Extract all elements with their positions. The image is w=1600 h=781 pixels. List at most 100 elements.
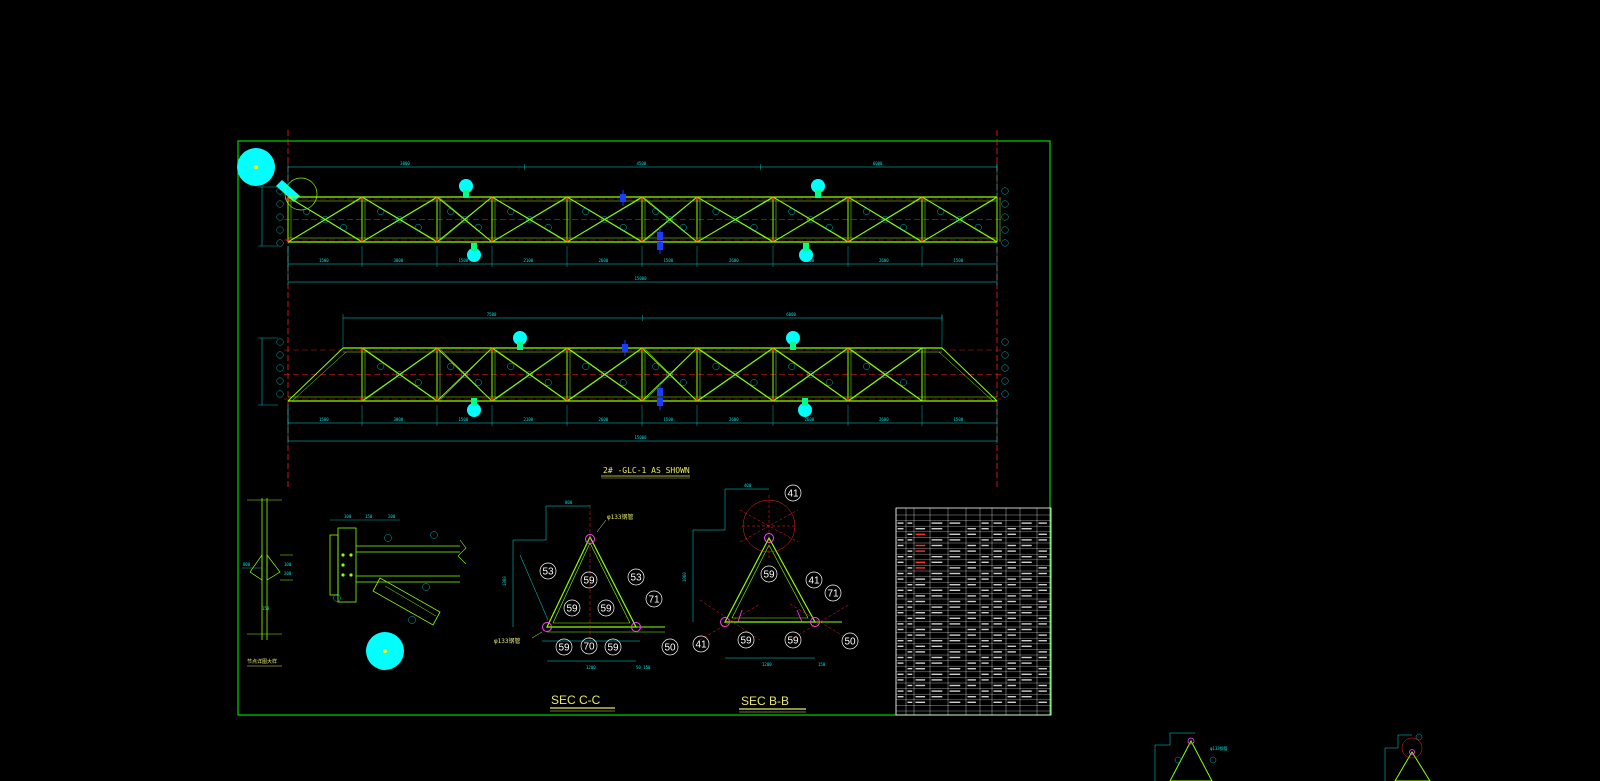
svg-text:φ133钢管: φ133钢管 [607,513,633,521]
svg-text:150: 150 [818,662,826,667]
dim-bottom-label: 1500 [459,417,469,422]
dim-bottom-label: 1500 [319,417,329,422]
cc-callout-bubble-label: 50 [664,643,676,654]
cc-callout-bubble-label: 59 [583,576,595,587]
gusset-plate-detail: 100 150 200 [329,514,467,670]
cc-callout-bubble-label: 53 [542,567,554,578]
drawing-sheet-frame [237,140,1051,716]
cc-callout-bubble [555,638,573,656]
detail-callout-circle [284,177,318,211]
svg-text:100: 100 [344,514,352,519]
dim-bottom-label: 1500 [664,417,674,422]
dim-bottom-label: 2100 [524,417,534,422]
support-marker [459,179,473,193]
dim-bottom-label: 3000 [394,417,404,422]
svg-text:150: 150 [262,606,270,611]
cc-callout-bubble [539,562,557,580]
svg-text:1200: 1200 [586,665,596,670]
cc-callout-bubble-label: 59 [607,643,619,654]
bb-callout-bubble [824,584,842,602]
svg-text:800: 800 [565,500,573,505]
drawing-title: 2# -GLC-1 AS SHOWN [603,466,690,475]
bb-callout-bubble [841,632,859,650]
cc-callout-bubble [580,571,598,589]
bb-callout-bubble-label: 41 [808,576,820,587]
cc-callout-bubble-label: 53 [630,573,642,584]
dim-bottom-label: 2600 [879,258,889,263]
svg-text:400: 400 [744,483,752,488]
dim-bottom-label: 2600 [599,258,609,263]
offscreen-section-fragment-2 [1384,733,1431,781]
dim-bottom-label: 3000 [394,258,404,263]
svg-text:800: 800 [243,562,251,567]
svg-text:1200: 1200 [762,662,772,667]
dim-top-label: 4500 [637,161,647,166]
support-marker [513,331,527,345]
dim-bottom-label: 2600 [805,417,815,422]
support-marker [467,403,481,417]
weld-joint-detail: 800 150 100 200 节点详图大样 [242,498,293,667]
bb-callout-bubble [784,484,802,502]
material-schedule-table [895,507,1052,716]
bb-callout-bubble [737,631,755,649]
support-marker [798,403,812,417]
bb-callout-bubble-label: 59 [787,636,799,647]
bb-callout-bubble-label: 59 [763,570,775,581]
support-marker [467,248,481,262]
svg-text:1360: 1360 [502,576,507,586]
bb-callout-bubble [692,635,710,653]
dim-overall-label: 15000 [635,435,648,440]
offscreen-section-fragment-1: φ133钢管 [1154,732,1228,781]
support-marker [786,331,800,345]
cc-callout-bubble [563,599,581,617]
dim-overall-label: 15000 [635,276,648,281]
dim-bottom-label: 2600 [729,417,739,422]
svg-text:200: 200 [284,571,292,576]
svg-text:200: 200 [388,514,396,519]
dim-bottom-label: 1500 [954,417,964,422]
dim-top-label: 6000 [786,312,796,317]
section-cc-drawing: 800 1360 1200 50 150 φ133钢管 φ133钢管 53 53 5… [494,500,679,712]
dim-bottom-label: 2600 [879,417,889,422]
dim-top-label: 7500 [487,312,497,317]
dim-bottom-label: 2600 [599,417,609,422]
cc-callout-bubble-label: 59 [566,604,578,615]
cc-callout-bubble-label: 70 [583,642,595,653]
cc-callout-bubble [597,599,615,617]
bb-callout-bubble-label: 71 [827,589,839,600]
detail-note-label: 节点详图大样 [247,658,277,665]
cc-callout-bubble-label: 59 [600,604,612,615]
dim-bottom-label: 2100 [524,258,534,263]
lower-truss-plan: 7500 6000 1500 3000 1500 2100 2600 1500 2600 2600… [258,312,1009,444]
cc-pipe-label-bottom: φ133钢管 [494,631,543,645]
dim-bottom-label: 1500 [664,258,674,263]
section-cc-title: SEC C-C [551,693,601,707]
dim-top-label: 6000 [873,161,883,166]
svg-text:100: 100 [284,562,292,567]
svg-text:φ133钢管: φ133钢管 [494,637,520,645]
cc-callout-bubble-label: 71 [648,595,660,606]
bb-callout-bubble-label: 50 [844,637,856,648]
dim-bottom-label: 1500 [954,258,964,263]
cc-callout-bubble-label: 59 [558,643,570,654]
bb-callout-bubble [760,565,778,583]
bb-callout-bubble-label: 59 [740,636,752,647]
cc-callout-bubble [580,637,598,655]
cc-callout-bubble [604,638,622,656]
svg-text:150: 150 [365,514,373,519]
svg-text:50 150: 50 150 [636,665,651,670]
bb-callout-bubble-label: 41 [787,489,799,500]
bb-callout-bubble-label: 41 [695,640,707,651]
support-marker [799,248,813,262]
dim-bottom-label: 2600 [729,258,739,263]
bb-callout-bubble [784,631,802,649]
cc-pipe-label-top: φ133钢管 [596,513,633,533]
support-marker [811,179,825,193]
cc-callout-bubble [645,590,663,608]
dim-top-label: 3000 [400,161,410,166]
svg-text:1060: 1060 [682,572,687,582]
cursor-highlight-marker [237,148,300,202]
